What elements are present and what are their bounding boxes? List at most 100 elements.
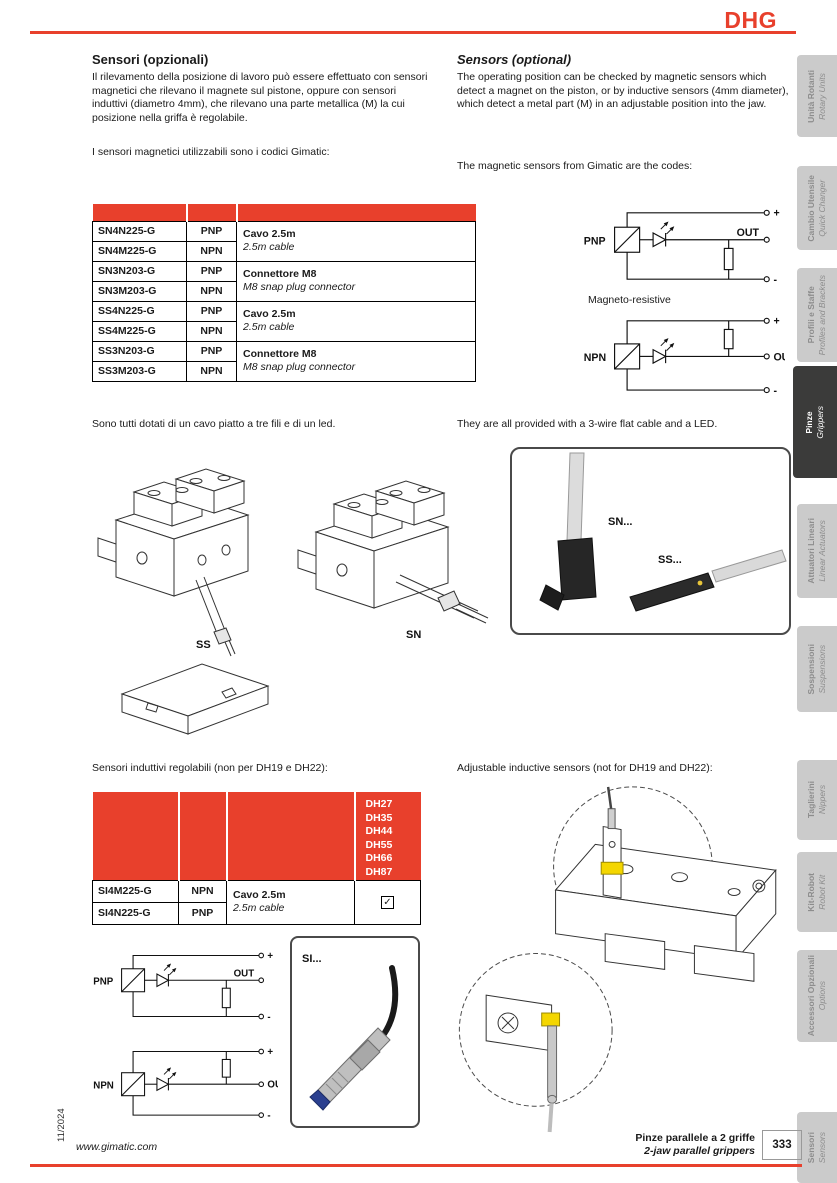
sensor-code: SN4N225-G	[92, 220, 187, 242]
intro-paragraph-it: Il rilevamento della posizione di lavoro…	[92, 71, 428, 124]
sensor-description: Cavo 2.5m 2.5m cable	[236, 220, 476, 262]
minus-terminal-label: -	[773, 274, 777, 286]
codes-caption-en: The magnetic sensors from Gimatic are th…	[457, 160, 693, 172]
header-cell	[236, 204, 476, 221]
tab-label-it: Cambio Utensile	[806, 174, 816, 242]
table-header-row	[92, 204, 476, 221]
table-row: SS3N203-G PNP Connettore M8 M8 snap plug…	[92, 340, 476, 382]
tab-label-en: Rotary Units	[817, 72, 827, 120]
ss-photo-label: SS...	[658, 554, 682, 566]
plus-terminal-label: +	[773, 316, 779, 328]
sensor-code: SN3N203-G	[92, 260, 187, 282]
sensor-description: Cavo 2.5m 2.5m cable	[236, 300, 476, 342]
tab-label-it: Pinze	[804, 410, 814, 434]
footer-product-family: Pinze parallele a 2 griffe 2-jaw paralle…	[455, 1132, 755, 1158]
out-terminal-label: OUT	[234, 969, 255, 980]
table-row: SI4N225-G PNP	[92, 901, 421, 925]
description-it: Connettore M8	[243, 268, 317, 280]
plus-terminal-label: +	[267, 951, 273, 962]
sn-photo-label: SN...	[608, 516, 632, 528]
tab-label-en: Profiles and Brackets	[817, 274, 827, 356]
minus-terminal-label: -	[267, 1012, 270, 1023]
table-row: SI4M225-G NPN Cavo 2.5m 2.5m cable ✓	[92, 879, 421, 925]
sensor-code: SN3M203-G	[92, 280, 187, 302]
si-sensor-photo: SI...	[302, 953, 399, 1111]
dh-model: DH87	[365, 865, 393, 878]
header-cell	[226, 792, 356, 880]
description-it: Cavo 2.5m	[243, 308, 296, 320]
sensor-type: NPN	[186, 360, 237, 382]
sensor-type: NPN	[186, 240, 237, 262]
sensor-type: NPN	[186, 280, 237, 302]
npn-circuit-diagram: NPN + - OUT	[584, 316, 785, 397]
si-photo-label: SI...	[302, 953, 322, 965]
tab-label-en: Options	[817, 981, 827, 1011]
tab-label-en: Quick Changer	[817, 179, 827, 237]
sensor-type: PNP	[186, 220, 237, 242]
dh-model: DH27	[365, 798, 393, 810]
tab-label-it: Accessori Opzionali	[806, 955, 816, 1037]
header-cell	[92, 792, 180, 880]
codes-caption-it: I sensori magnetici utilizzabili sono i …	[92, 146, 330, 158]
sensor-type: PNP	[178, 901, 227, 925]
out-terminal-label: OUT	[737, 227, 760, 239]
sensor-code: SI4M225-G	[92, 879, 179, 903]
intro-paragraph-en: The operating position can be checked by…	[457, 71, 789, 110]
sensor-description: Connettore M8 M8 snap plug connector	[236, 260, 476, 302]
header-cell-dh-models: DH27 DH35 DH44 DH55 DH66 DH87	[354, 792, 421, 880]
plus-terminal-label: +	[267, 1047, 273, 1058]
sensor-type: PNP	[186, 300, 237, 322]
pnp-circuit-diagram: PNP + - OUT	[584, 208, 780, 286]
tab-label-en: Nippers	[817, 785, 827, 815]
ss-drawing-label: SS	[196, 639, 211, 651]
dh-model: DH66	[365, 852, 393, 864]
gripper-drawing-sn: SN	[297, 480, 489, 641]
tab-label-it: Kit-Robot	[806, 872, 816, 912]
header-cell	[178, 792, 228, 880]
description-en: 2.5m cable	[243, 241, 295, 253]
table-row: SN3N203-G PNP Connettore M8 M8 snap plug…	[92, 260, 476, 302]
description-en: 2.5m cable	[233, 902, 285, 914]
table-row: SS4N225-G PNP Cavo 2.5m 2.5m cable	[92, 300, 476, 342]
flat-cable-caption-it: Sono tutti dotati di un cavo piatto a tr…	[92, 418, 336, 430]
pnp-circuit-diagram-bottom: PNP + - OUT	[93, 951, 273, 1023]
top-rule	[30, 31, 796, 34]
dh-model: DH35	[365, 811, 393, 824]
tab-label-it: Taglierini	[806, 781, 816, 819]
minus-terminal-label: -	[773, 385, 777, 397]
table-row: SN4N225-G PNP Cavo 2.5m 2.5m cable	[92, 220, 476, 262]
sensor-code: SS4M225-G	[92, 320, 187, 342]
footer-line-en: 2-jaw parallel grippers	[644, 1145, 755, 1157]
inductive-sensors-table: DH27 DH35 DH44 DH55 DH66 DH87 SI4M225-G …	[92, 792, 421, 925]
tab-label-it: Profili e Staffe	[806, 286, 816, 344]
flat-cable-caption-en: They are all provided with a 3-wire flat…	[457, 418, 718, 430]
series-title: DHG	[724, 7, 777, 33]
tab-label-en: Linear Actuators	[817, 520, 827, 582]
description-it: Cavo 2.5m	[233, 889, 286, 901]
section-heading-en: Sensors (optional)	[457, 52, 572, 67]
table-header-row: DH27 DH35 DH44 DH55 DH66 DH87	[92, 792, 421, 880]
description-it: Connettore M8	[243, 348, 317, 360]
sensor-code: SS3N203-G	[92, 340, 187, 362]
inductive-caption-it: Sensori induttivi regolabili (non per DH…	[92, 762, 328, 774]
metal-plate-drawing	[120, 663, 270, 735]
tab-label-it: Unità Rotanti	[806, 69, 816, 123]
tab-label-en: Grippers	[815, 405, 825, 439]
description-en: M8 snap plug connector	[243, 361, 356, 373]
sn-drawing-label: SN	[406, 629, 421, 641]
dh-model: DH44	[365, 825, 393, 837]
tab-label-it: Attuatori Lineari	[806, 518, 816, 584]
website-link[interactable]: www.gimatic.com	[76, 1141, 158, 1153]
si-sensor-photo-box: SI...	[290, 936, 420, 1128]
description-en: 2.5m cable	[243, 321, 295, 333]
